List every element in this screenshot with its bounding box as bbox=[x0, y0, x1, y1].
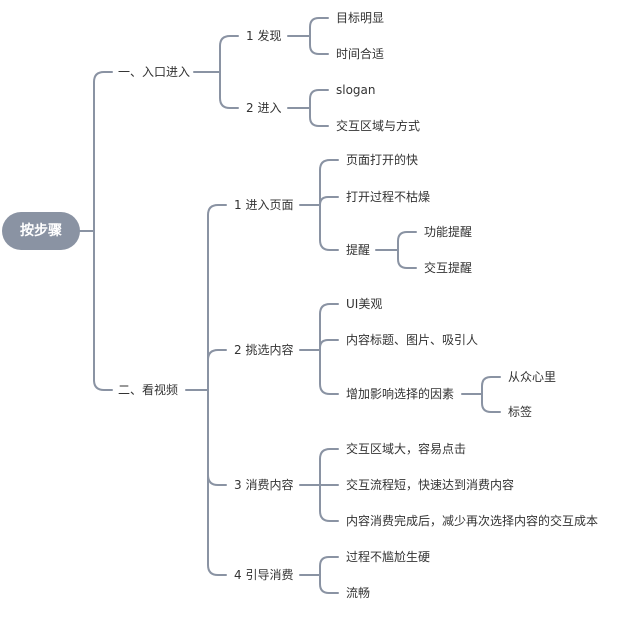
discover-node: 1 发现 bbox=[246, 29, 282, 43]
leaf-node: 交互区域大，容易点击 bbox=[346, 442, 467, 456]
root-node: 按步骤 bbox=[2, 212, 80, 250]
guide-consume-node: 4 引导消费 bbox=[234, 568, 294, 582]
branch-watch-node: 二、看视频 bbox=[118, 383, 179, 397]
leaf-node: 交互流程短，快速达到消费内容 bbox=[346, 478, 515, 492]
leaf-node: 时间合适 bbox=[336, 47, 385, 61]
branch-entry-node: 一、入口进入 bbox=[118, 65, 191, 79]
factors-node: 增加影响选择的因素 bbox=[346, 387, 455, 401]
leaf-node: 页面打开的快 bbox=[346, 153, 419, 167]
leaf-node: 内容消费完成后，减少再次选择内容的交互成本 bbox=[346, 514, 599, 528]
leaf-node: 交互提醒 bbox=[424, 261, 473, 275]
leaf-node: 打开过程不枯燥 bbox=[346, 190, 431, 204]
leaf-node: 交互区域与方式 bbox=[336, 119, 421, 133]
leaf-node: 标签 bbox=[508, 405, 533, 419]
leaf-node: 内容标题、图片、吸引人 bbox=[346, 333, 479, 347]
connector-root-branch2 bbox=[93, 230, 113, 391]
leaf-node: 过程不尴尬生硬 bbox=[346, 550, 431, 564]
leaf-node: 流畅 bbox=[346, 586, 371, 600]
pick-content-node: 2 挑选内容 bbox=[234, 343, 294, 357]
enter-page-node: 1 进入页面 bbox=[234, 198, 294, 212]
leaf-node: 功能提醒 bbox=[424, 225, 473, 239]
connector-root-branch1 bbox=[93, 71, 113, 232]
leaf-node: slogan bbox=[336, 83, 376, 97]
consume-content-node: 3 消费内容 bbox=[234, 478, 294, 492]
leaf-node: 目标明显 bbox=[336, 11, 385, 25]
leaf-node: UI美观 bbox=[346, 297, 383, 311]
leaf-node: 从众心里 bbox=[508, 370, 557, 384]
remind-node: 提醒 bbox=[346, 243, 371, 257]
enter-node: 2 进入 bbox=[246, 101, 282, 115]
